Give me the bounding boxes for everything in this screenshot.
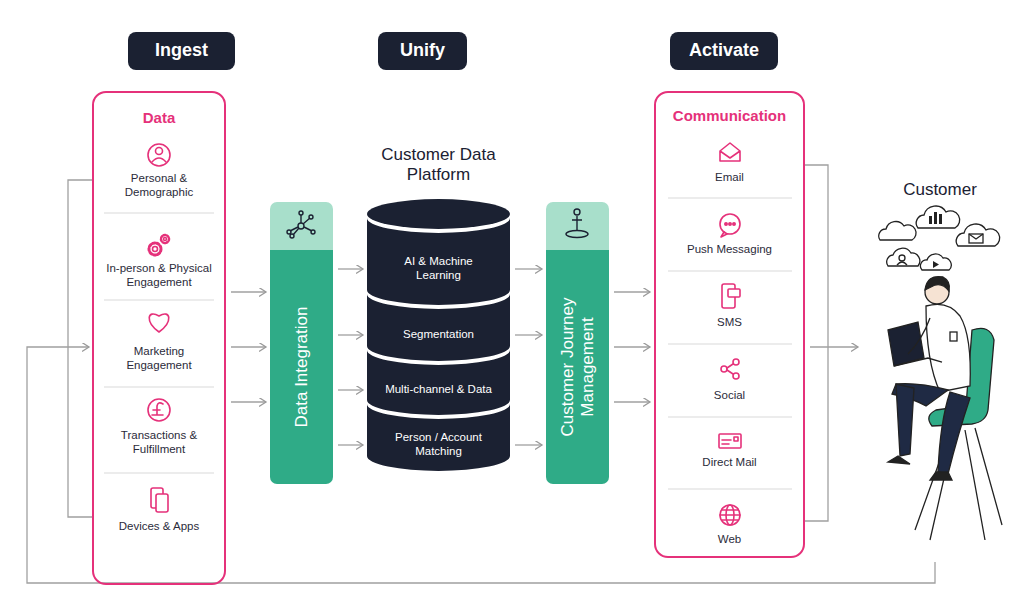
flow-arrow	[614, 346, 650, 347]
flow-arrow	[338, 334, 363, 335]
person-icon	[148, 144, 170, 166]
cylinder-band	[367, 350, 510, 415]
flow-arrow	[515, 334, 542, 335]
divider	[104, 198, 792, 489]
stage-header: Ingest	[128, 32, 235, 70]
email-icon	[720, 143, 740, 161]
flow-arrow	[338, 268, 363, 269]
journey-box: Customer Journey Management	[546, 202, 609, 484]
node-item: Transactions & Fulfillment	[100, 429, 218, 457]
node-item: SMS	[665, 316, 795, 330]
node-title: Multi-channel & Data	[383, 383, 495, 397]
node-item: Social	[665, 389, 795, 403]
node-title: Segmentation	[383, 328, 495, 342]
cylinder-band	[367, 218, 510, 305]
node-title: Activate	[669, 40, 779, 62]
node-title: Ingest	[127, 40, 237, 62]
database-cylinder: Customer Data Platform AI & Machine Learn…	[367, 140, 510, 471]
bracket	[68, 165, 828, 521]
flow-arrow	[515, 444, 542, 445]
node-title: Customer	[865, 180, 1015, 200]
devices-icon	[151, 488, 168, 512]
flow-arrow	[810, 346, 858, 347]
customer-illustration	[879, 206, 1002, 540]
node-item: Marketing Engagement	[100, 345, 218, 373]
node-item: Push Messaging	[665, 243, 795, 257]
cylinder-band	[367, 404, 510, 471]
node-title: Customer Data Platform	[369, 145, 509, 186]
cylinder-top	[367, 199, 510, 229]
journey-icon	[566, 209, 588, 238]
flow-arrow	[614, 291, 650, 292]
integration-box: Data Integration	[270, 202, 333, 484]
node-item: Email	[665, 171, 795, 185]
node-item: Direct Mail	[665, 456, 795, 470]
node-title: AI & Machine Learning	[383, 255, 495, 283]
flow-arrow	[231, 346, 266, 347]
social-icon	[721, 359, 739, 379]
flow-arrow	[614, 401, 650, 402]
flow-arrow	[515, 268, 542, 269]
push-icon	[720, 214, 740, 237]
globe-icon	[720, 505, 740, 525]
node-item: Personal & Demographic	[100, 172, 218, 200]
flow-arrow	[27, 347, 935, 583]
node-title: Communication	[660, 107, 800, 125]
node-item: Devices & Apps	[100, 520, 218, 534]
stage-header: Activate	[670, 32, 778, 70]
node-item: Web	[665, 533, 795, 547]
node-title: Data	[99, 109, 219, 127]
coin-icon	[148, 399, 170, 421]
stage-header: Unify	[378, 32, 467, 70]
heart-icon	[149, 314, 169, 332]
gears-icon	[149, 235, 169, 255]
network-icon	[287, 211, 315, 238]
flow-arrow	[231, 401, 266, 402]
node-title: Customer Journey Management	[557, 282, 598, 452]
database-layer: AI & Machine Learning	[367, 233, 510, 305]
cylinder-band	[367, 294, 510, 361]
mail-icon	[719, 434, 741, 448]
database-layer: Multi-channel & Data	[367, 365, 510, 415]
database-layer: Person / Account Matching	[367, 419, 510, 471]
node-title: Data Integration	[291, 257, 311, 477]
sms-icon	[722, 284, 740, 308]
node-item: In-person & Physical Engagement	[100, 262, 218, 290]
flow-arrow	[338, 389, 363, 390]
node-title: Unify	[368, 40, 478, 62]
node-title: Person / Account Matching	[383, 431, 495, 459]
customer-figure: Customer	[862, 176, 1018, 560]
database-layer: Segmentation	[367, 309, 510, 361]
flow-arrow	[231, 291, 266, 292]
flow-arrow	[338, 444, 363, 445]
